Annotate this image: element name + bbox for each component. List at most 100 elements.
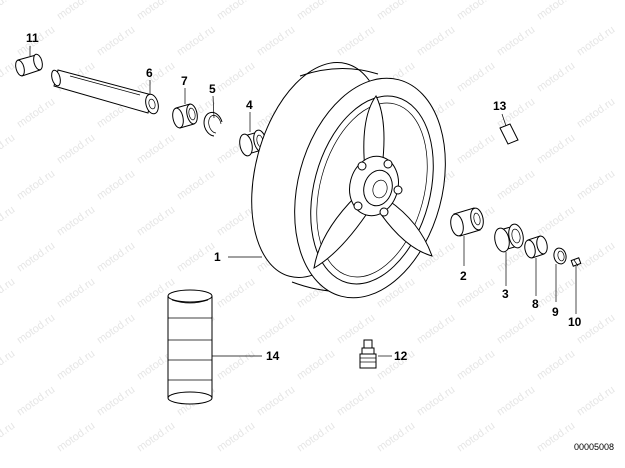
callout-2: 2 xyxy=(460,269,467,283)
watermark-text: motod.ru xyxy=(575,384,617,419)
watermark-text: motod.ru xyxy=(95,384,137,419)
watermark-text: motod.ru xyxy=(495,384,537,419)
callout-6: 6 xyxy=(146,66,153,80)
callout-11: 11 xyxy=(26,31,39,45)
watermark-text: motod.ru xyxy=(535,60,577,95)
watermark-text: motod.ru xyxy=(415,384,457,419)
watermark-text: motod.ru xyxy=(0,204,17,239)
watermark-text: motod.ru xyxy=(495,168,537,203)
watermark-text: motod.ru xyxy=(455,0,497,22)
watermark-text: motod.ru xyxy=(255,384,297,419)
watermark-text: motod.ru xyxy=(95,240,137,275)
part-13-balance-weight[interactable] xyxy=(499,123,519,145)
watermark-text: motod.ru xyxy=(495,312,537,347)
watermark-text: motod.ru xyxy=(535,132,577,167)
watermark-text: motod.ru xyxy=(335,384,377,419)
watermark-text: motod.ru xyxy=(55,0,97,22)
watermark-text: motod.ru xyxy=(215,60,257,95)
callout-8: 8 xyxy=(532,297,539,311)
watermark-text: motod.ru xyxy=(15,240,57,275)
part-8-spacer-bush[interactable] xyxy=(523,235,549,259)
watermark-text: motod.ru xyxy=(55,420,97,455)
callout-3: 3 xyxy=(502,287,509,301)
part-2-spacer-sleeve[interactable] xyxy=(449,207,485,237)
watermark-text: motod.ru xyxy=(95,168,137,203)
watermark-text: motod.ru xyxy=(415,24,457,59)
watermark-text: motod.ru xyxy=(575,168,617,203)
watermark-text: motod.ru xyxy=(295,0,337,22)
watermark-text: motod.ru xyxy=(215,276,257,311)
callout-4: 4 xyxy=(246,98,253,112)
reference-number: 00005008 xyxy=(574,442,614,452)
watermark-text: motod.ru xyxy=(375,420,417,455)
watermark-text: motod.ru xyxy=(255,24,297,59)
watermark-text: motod.ru xyxy=(175,24,217,59)
callout-12: 12 xyxy=(394,349,408,363)
callout-labels: 11 6 7 5 4 13 1 2 3 8 9 10 14 12 xyxy=(26,31,582,363)
watermark-text: motod.ru xyxy=(0,0,17,22)
part-5-circlip[interactable] xyxy=(203,111,223,137)
watermark-text: motod.ru xyxy=(135,420,177,455)
watermark-text: motod.ru xyxy=(15,312,57,347)
callout-14: 14 xyxy=(266,349,280,363)
part-7-bushing[interactable] xyxy=(171,103,199,129)
part-14-tube-roll[interactable] xyxy=(167,289,213,405)
watermark-text: motod.ru xyxy=(535,420,577,455)
watermark-text: motod.ru xyxy=(0,420,17,455)
part-1-wheel[interactable] xyxy=(230,48,469,315)
watermark-text: motod.ru xyxy=(455,132,497,167)
part-10-screw[interactable] xyxy=(570,257,582,267)
watermark-text: motod.ru xyxy=(135,0,177,22)
watermark-text: motod.ru xyxy=(15,168,57,203)
watermark-text: motod.ru xyxy=(575,24,617,59)
watermark-text: motod.ru xyxy=(575,96,617,131)
watermark-text: motod.ru xyxy=(535,204,577,239)
watermark-text: motod.ru xyxy=(215,348,257,383)
watermark-text: motod.ru xyxy=(55,348,97,383)
part-6-axle[interactable] xyxy=(50,69,160,115)
watermark-text: motod.ru xyxy=(455,60,497,95)
callout-7: 7 xyxy=(181,74,188,88)
watermark-text: motod.ru xyxy=(15,96,57,131)
watermark-text: motod.ru xyxy=(95,24,137,59)
watermark-text: motod.ru xyxy=(0,276,17,311)
watermark-text: motod.ru xyxy=(55,204,97,239)
leader-lines xyxy=(29,46,577,357)
watermark-text: motod.ru xyxy=(535,0,577,22)
watermark-text: motod.ru xyxy=(0,60,17,95)
callout-10: 10 xyxy=(568,315,582,329)
watermark-text: motod.ru xyxy=(95,312,137,347)
part-9-cap[interactable] xyxy=(552,247,567,265)
callout-13: 13 xyxy=(493,99,507,113)
watermark-text: motod.ru xyxy=(55,276,97,311)
watermark-text: motod.ru xyxy=(415,312,457,347)
watermark-text: motod.ru xyxy=(215,420,257,455)
watermark-text: motod.ru xyxy=(295,348,337,383)
watermark-text: motod.ru xyxy=(175,240,217,275)
watermark-text: motod.ru xyxy=(135,132,177,167)
watermark-text: motod.ru xyxy=(215,0,257,22)
callout-5: 5 xyxy=(209,82,216,96)
watermark-text: motod.ru xyxy=(295,420,337,455)
watermark-text: motod.ru xyxy=(0,348,17,383)
watermark-text: motod.ru xyxy=(335,24,377,59)
watermark-text: motod.ru xyxy=(15,384,57,419)
watermark-text: motod.ru xyxy=(135,204,177,239)
watermark-text: motod.ru xyxy=(535,348,577,383)
part-11-spacer[interactable] xyxy=(14,53,44,77)
watermark-text: motod.ru xyxy=(215,204,257,239)
callout-9: 9 xyxy=(552,305,559,319)
callout-1: 1 xyxy=(214,250,221,264)
watermark-text: motod.ru xyxy=(455,348,497,383)
watermark-text: motod.ru xyxy=(135,60,177,95)
watermark-text: motod.ru xyxy=(175,168,217,203)
watermark-text: motod.ru xyxy=(495,24,537,59)
watermark-text: motod.ru xyxy=(55,132,97,167)
watermark-text: motod.ru xyxy=(255,312,297,347)
watermark-text: motod.ru xyxy=(455,420,497,455)
watermark-text: motod.ru xyxy=(375,0,417,22)
part-12-valve[interactable] xyxy=(359,339,377,369)
part-3-bearing[interactable] xyxy=(493,223,526,253)
